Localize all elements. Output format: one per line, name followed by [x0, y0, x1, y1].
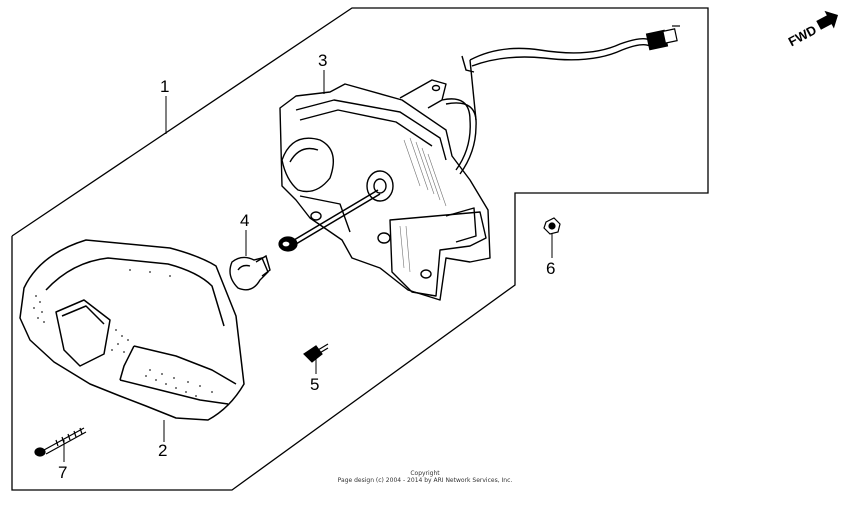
wire-harness	[441, 37, 651, 175]
callout-2: 2	[158, 441, 167, 460]
light-base-part[interactable]	[279, 79, 491, 301]
callout-3: 3	[318, 51, 327, 70]
copyright-notice: Copyright Page design (c) 2004 - 2014 by…	[300, 470, 550, 484]
callout-6: 6	[546, 259, 555, 278]
bulb-wire	[293, 189, 381, 245]
callout-4: 4	[240, 211, 249, 230]
connector	[645, 25, 680, 51]
bulb-part[interactable]	[229, 254, 271, 291]
nut-part[interactable]	[543, 217, 561, 235]
bulb-socket	[278, 236, 298, 252]
fwd-arrow-icon	[816, 10, 839, 30]
callout-5: 5	[310, 375, 319, 394]
callout-7: 7	[58, 463, 67, 482]
copyright-line-1: Copyright	[410, 470, 440, 477]
lens-part[interactable]	[19, 239, 245, 421]
fwd-label: FWD	[786, 22, 819, 49]
fwd-indicator: FWD	[786, 10, 839, 49]
screw-part[interactable]	[303, 343, 329, 363]
copyright-line-2: Page design (c) 2004 - 2014 by ARI Netwo…	[337, 477, 513, 484]
assembly-outline	[11, 7, 709, 491]
lens-texture	[33, 269, 213, 397]
housing-shading	[399, 137, 447, 273]
leader-lines	[63, 70, 553, 462]
long-screw-part[interactable]	[34, 427, 87, 457]
callout-1: 1	[160, 77, 169, 96]
